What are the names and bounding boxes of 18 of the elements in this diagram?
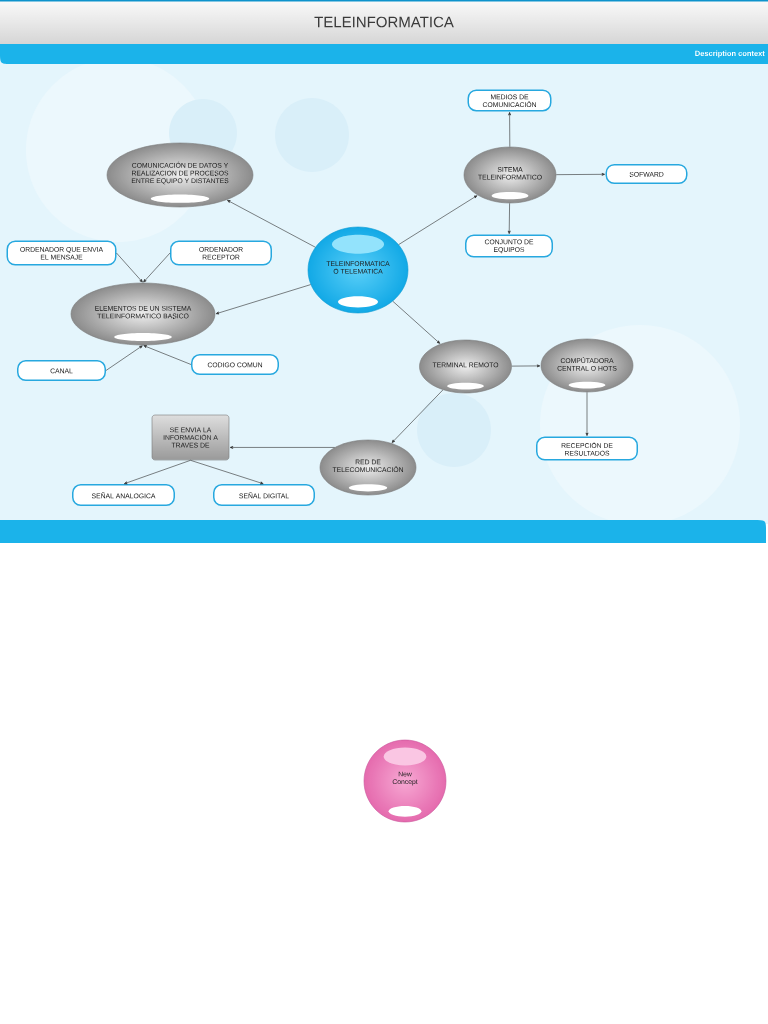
arrow xyxy=(123,460,191,485)
arrow xyxy=(508,112,512,147)
arrow xyxy=(556,172,605,176)
arrow xyxy=(143,345,192,365)
arrow xyxy=(116,252,143,283)
arrow xyxy=(585,392,589,436)
arrow xyxy=(227,200,316,248)
arrow xyxy=(229,446,335,449)
arrow xyxy=(391,389,444,443)
arrow xyxy=(105,345,143,371)
arrow xyxy=(398,195,478,245)
arrow xyxy=(143,252,171,283)
arrow xyxy=(507,203,511,234)
arrow xyxy=(190,460,264,485)
title: TELEINFORMATICA xyxy=(314,16,454,28)
arrow xyxy=(511,364,541,368)
arrow xyxy=(215,284,311,315)
arrow xyxy=(392,300,441,344)
